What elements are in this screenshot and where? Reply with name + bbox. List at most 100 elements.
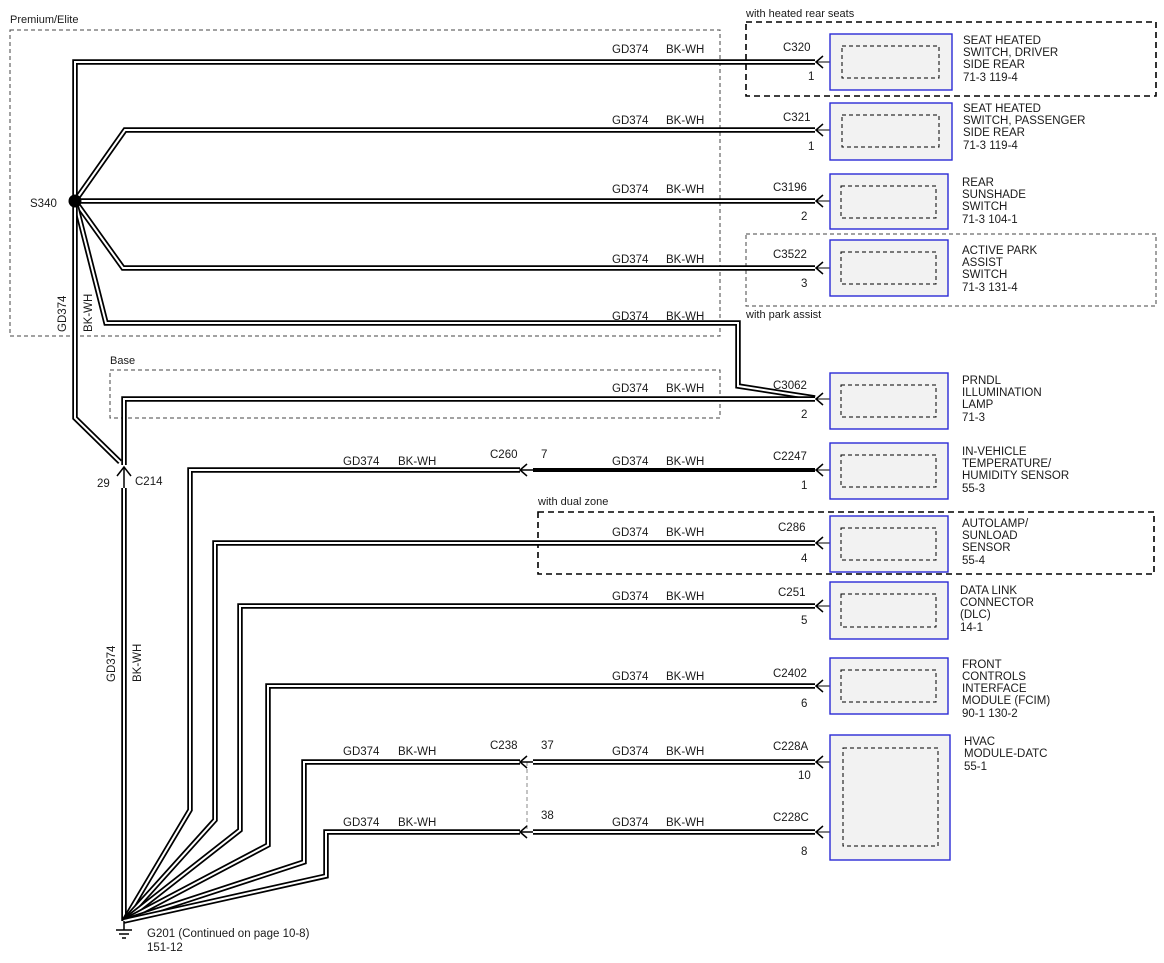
component-box: [829, 372, 949, 430]
component-box: [829, 734, 951, 861]
connector-arrow-icon: [814, 599, 830, 613]
splice-color-vertical: BK-WH: [83, 294, 95, 332]
connector-arrow-icon: [814, 261, 830, 275]
component-name: REAR SUNSHADE SWITCH 71-3 104-1: [962, 177, 1029, 226]
connector-pin: 1: [808, 71, 814, 83]
wire-color-label: BK-WH: [398, 817, 436, 829]
connector-name: C228C: [773, 812, 809, 824]
wire-color-label: BK-WH: [666, 527, 704, 539]
wire-circuit-label: GD374: [612, 115, 649, 127]
heated-rear-label: with heated rear seats: [745, 8, 855, 20]
component-labels: SEAT HEATED SWITCH, DRIVER SIDE REAR 71-…: [960, 35, 1089, 773]
ground-label: G201 (Continued on page 10-8): [147, 928, 310, 940]
component-box: [829, 33, 953, 91]
wire-circuit-label: GD374: [612, 746, 649, 758]
park-assist-label: with park assist: [745, 309, 821, 321]
component-name: PRNDL ILLUMINATION LAMP 71-3: [962, 375, 1045, 424]
wire-circuit-label: GD374: [612, 184, 649, 196]
wire-color-label: BK-WH: [666, 746, 704, 758]
wire-labels: GD374 BK-WH GD374 BK-WH GD374 BK-WH GD37…: [343, 44, 704, 829]
connector-pin: 4: [801, 553, 808, 565]
component-name: SEAT HEATED SWITCH, PASSENGER SIDE REAR …: [963, 103, 1089, 152]
inline-connector-pin: 37: [541, 740, 554, 752]
connector-pin: 2: [801, 211, 807, 223]
inline-connector-pin: 7: [541, 449, 547, 461]
wire-circuit-label: GD374: [612, 456, 649, 468]
wire-c3062-premium: [72, 200, 816, 401]
connector-markers: [814, 55, 830, 839]
connector-name: C2402: [773, 668, 807, 680]
wire-color-label: BK-WH: [666, 115, 704, 127]
connector-pin: 3: [801, 278, 807, 290]
wire-color-label: BK-WH: [666, 254, 704, 266]
component-box: [829, 581, 949, 640]
component-box: [829, 173, 949, 230]
component-name: DATA LINK CONNECTOR (DLC) 14-1: [960, 585, 1037, 634]
c260-connector-icon: [518, 463, 533, 477]
wire-color-label: BK-WH: [666, 456, 704, 468]
wire-color-label: BK-WH: [666, 591, 704, 603]
connector-pin: 8: [801, 846, 807, 858]
connector-pin: 10: [798, 770, 811, 782]
component-box: [829, 239, 949, 297]
connector-arrow-icon: [814, 55, 830, 69]
c238-connector-icon: [518, 825, 533, 839]
connector-name: C2247: [773, 451, 807, 463]
premium-elite-label: Premium/Elite: [10, 14, 78, 26]
component-name: ACTIVE PARK ASSIST SWITCH 71-3 131-4: [962, 245, 1040, 294]
connector-pin: 6: [801, 698, 807, 710]
inline-connectors: C260 7 C238 37 38: [490, 449, 554, 839]
connector-name: C3196: [773, 182, 807, 194]
connector-name: C321: [783, 112, 811, 124]
wire-color-label: BK-WH: [666, 671, 704, 683]
premium-elite-outline: [9, 29, 721, 337]
wire-circuit-label: GD374: [612, 383, 649, 395]
wire-color-label: BK-WH: [398, 456, 436, 468]
inline-connector-pin: 38: [541, 810, 554, 822]
splice-dot: [68, 194, 82, 208]
wire-circuit-label: GD374: [612, 817, 649, 829]
splice-circuit-vertical: GD374: [57, 295, 69, 332]
inline-connector-label: C260: [490, 449, 518, 461]
wire-color-label: BK-WH: [666, 44, 704, 56]
heated-rear-outline: [745, 21, 1157, 97]
ground-ref: 151-12: [147, 942, 183, 954]
c238-connector-icon: [518, 755, 533, 769]
wire-circuit-label: GD374: [612, 44, 649, 56]
component-name: IN-VEHICLE TEMPERATURE/ HUMIDITY SENSOR …: [962, 446, 1072, 495]
connector-arrow-icon: [814, 392, 830, 406]
connector-pin: 1: [801, 480, 807, 492]
connector-pin: 1: [808, 141, 814, 153]
splice-label: S340: [30, 198, 57, 210]
wire-paths: [72, 59, 816, 924]
connector-arrow-icon: [814, 679, 830, 693]
wire-c238: [123, 759, 520, 924]
dual-zone-label: with dual zone: [537, 496, 608, 508]
inline-connector-label: C238: [490, 740, 518, 752]
connector-name: C3522: [773, 249, 807, 261]
c214-color-vertical: BK-WH: [132, 644, 144, 682]
component-box: [829, 515, 949, 573]
connector-arrow-icon: [814, 123, 830, 137]
connector-pin: 2: [801, 409, 807, 421]
connector-name: C251: [778, 587, 806, 599]
wire-s340-c214: [72, 201, 122, 464]
wire-color-label: BK-WH: [666, 383, 704, 395]
ground-symbol: [116, 921, 132, 939]
connector-name: C286: [778, 522, 806, 534]
connector-arrow-icon: [814, 825, 830, 839]
connector-arrow-icon: [814, 194, 830, 208]
base-outline: [109, 369, 721, 419]
wire-circuit-label: GD374: [612, 671, 649, 683]
component-name: FRONT CONTROLS INTERFACE MODULE (FCIM) 9…: [962, 659, 1053, 720]
connector-arrow-icon: [814, 755, 830, 769]
connector-arrow-icon: [814, 536, 830, 550]
component-box: [829, 442, 949, 500]
c214-circuit-vertical: GD374: [106, 645, 118, 682]
connector-labels: C320 1 C321 1 C3196 2 C3522 3 C3062 2 C2…: [773, 42, 814, 858]
wire-circuit-label: GD374: [612, 311, 649, 323]
c214-connector: [116, 465, 132, 488]
base-label: Base: [110, 355, 135, 367]
component-box: [829, 657, 949, 715]
